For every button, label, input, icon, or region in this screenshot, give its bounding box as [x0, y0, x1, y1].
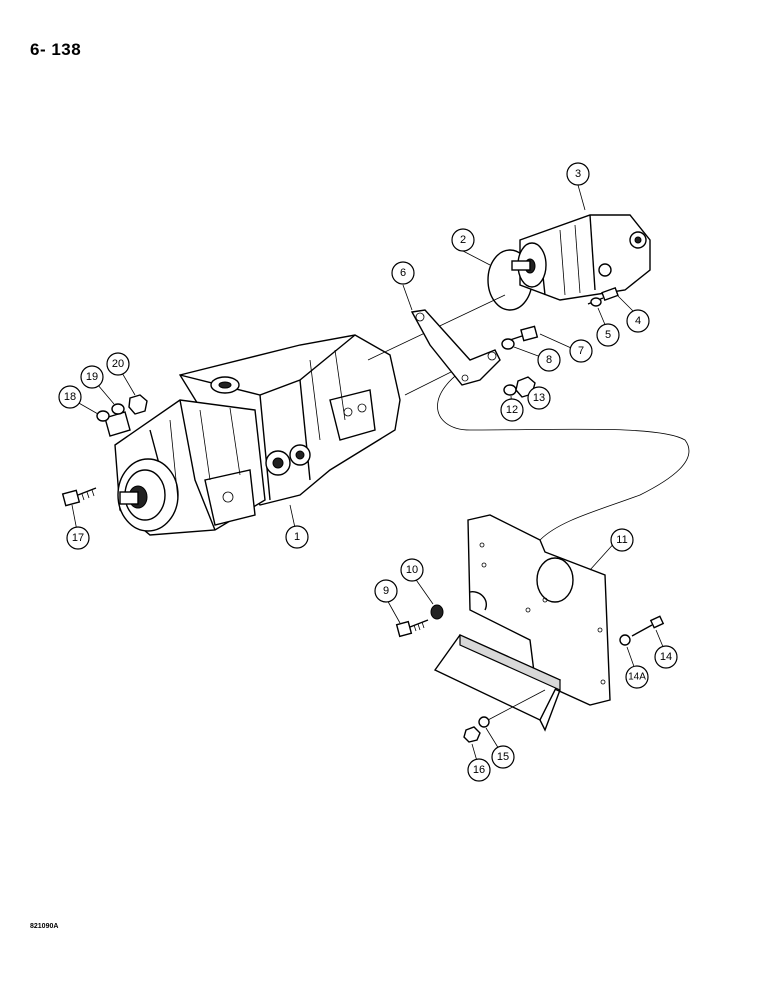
- callout-5: 5: [596, 323, 620, 347]
- callout-18: 18: [58, 385, 82, 409]
- drawing-code: 821090A: [30, 923, 59, 930]
- callout-8: 8: [537, 348, 561, 372]
- washer-8: [501, 338, 515, 350]
- callout-label: 20: [112, 358, 124, 370]
- callout-label: 1: [294, 531, 300, 543]
- callout-7: 7: [569, 339, 593, 363]
- washer-5: [590, 297, 602, 307]
- callout-19: 19: [80, 365, 104, 389]
- callout-label: 10: [406, 564, 418, 576]
- callout-label: 8: [546, 354, 552, 366]
- callout-label: 6: [400, 267, 406, 279]
- callout-label: 4: [635, 315, 641, 327]
- support-bracket: [410, 309, 501, 386]
- callout-label: 7: [578, 345, 584, 357]
- callout-17: 17: [66, 526, 90, 550]
- nut-16: [463, 726, 481, 743]
- callout-label: 5: [605, 329, 611, 341]
- callout-label: 13: [533, 392, 545, 404]
- callout-label: 15: [497, 751, 509, 763]
- page-number: 6- 138: [30, 40, 82, 59]
- callout-14: 14: [654, 645, 678, 669]
- callout-label: 2: [460, 234, 466, 246]
- alignment-line: [437, 359, 690, 541]
- washer-18: [96, 410, 110, 422]
- mounting-plate: [467, 514, 611, 706]
- main-pump-illustration: [104, 334, 401, 536]
- callout-14a: 14A: [625, 665, 649, 689]
- callout-1: 1: [285, 525, 309, 549]
- callout-9: 9: [374, 579, 398, 603]
- callout-label: 3: [575, 168, 581, 180]
- callout-16: 16: [467, 758, 491, 782]
- callout-label: 9: [383, 585, 389, 597]
- washer-12: [503, 384, 517, 396]
- callout-6: 6: [391, 261, 415, 285]
- callout-label: 14A: [628, 672, 646, 683]
- washer-14a: [619, 634, 631, 646]
- callout-3: 3: [566, 162, 590, 186]
- callout-label: 12: [506, 404, 518, 416]
- bolt-17: [61, 487, 97, 507]
- callout-label: 19: [86, 371, 98, 383]
- callout-15: 15: [491, 745, 515, 769]
- callout-label: 17: [72, 532, 84, 544]
- gear-pump-illustration: [511, 214, 651, 301]
- callout-label: 16: [473, 764, 485, 776]
- callout-12: 12: [500, 398, 524, 422]
- callout-20: 20: [106, 352, 130, 376]
- callout-label: 18: [64, 391, 76, 403]
- callout-label: 14: [660, 651, 672, 663]
- bolt-7: [509, 325, 539, 342]
- nut-20: [128, 394, 148, 415]
- callout-4: 4: [626, 309, 650, 333]
- washer-15: [478, 716, 490, 728]
- callout-11: 11: [610, 528, 634, 552]
- washer-19: [111, 403, 125, 415]
- callout-13: 13: [527, 386, 551, 410]
- callout-2: 2: [451, 228, 475, 252]
- bolt-9: [395, 619, 429, 638]
- callout-10: 10: [400, 558, 424, 582]
- washer-10: [430, 604, 444, 620]
- bolt-14: [631, 615, 665, 637]
- callout-label: 11: [616, 534, 627, 546]
